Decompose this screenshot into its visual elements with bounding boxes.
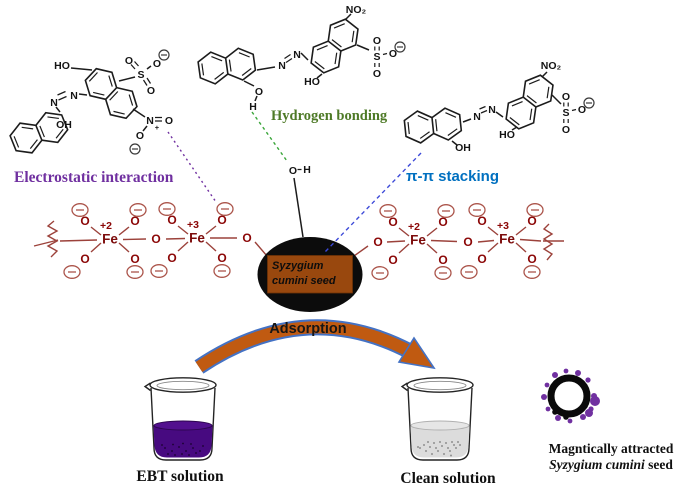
fe2-site: Fe +2: [64, 204, 146, 279]
atom-label: O: [255, 86, 263, 98]
atom-label: N: [70, 90, 78, 102]
bonds: [451, 71, 562, 146]
magnetic-particles: [541, 368, 600, 424]
atom-label: HO: [304, 76, 320, 88]
charge-label: +3: [497, 220, 509, 232]
seed-label-line2: cumini seed: [272, 275, 336, 287]
naphthalene-ring: [79, 62, 144, 125]
ebt-molecule-right: OH N N HO NO₂: [402, 60, 594, 154]
label-ebt-solution: EBT solution: [136, 468, 224, 485]
atom-label: HO: [54, 60, 70, 72]
atom-label: N: [488, 104, 496, 116]
adsorption-arrow: [194, 319, 436, 374]
surface-oh-group: O H: [289, 164, 311, 177]
atom-label: Fe: [410, 233, 426, 248]
atom-label: Fe: [102, 232, 118, 247]
seed-label-line1: Syzygium: [272, 260, 324, 272]
chain-bonds: [353, 223, 564, 261]
atom-label: O: [147, 85, 155, 97]
charge-label: +3: [187, 219, 199, 231]
atom-label: N: [146, 115, 154, 127]
atom-label: H: [303, 164, 311, 176]
atom-label: +: [155, 123, 160, 132]
atom-label: Fe: [189, 231, 205, 246]
atom-label: O: [242, 231, 251, 245]
charge-label: +2: [408, 221, 420, 233]
atom-label: N: [293, 49, 301, 61]
ebt-molecule-left: HO OH N N S O O O N O O +: [6, 49, 173, 159]
electrostatic-dashed-line: [167, 131, 217, 203]
magnetite-ring: [547, 374, 591, 418]
atom-label: OH: [455, 142, 471, 154]
ebt-molecule-center: O H N N HO NO₂: [196, 4, 405, 113]
seed-box: [267, 255, 353, 294]
naphthalene-ring: [6, 106, 72, 159]
atom-label: HO: [499, 129, 515, 141]
fe3-site: Fe +3: [151, 203, 233, 278]
caption-rest: seed: [645, 457, 674, 472]
atom-label: O: [151, 232, 160, 246]
atom-label: O: [165, 115, 173, 127]
atom-label: N: [50, 97, 58, 109]
atom-label: NO₂: [346, 4, 367, 16]
caption-italic-species: Syzygium cumini: [549, 457, 645, 472]
magnetic-seed-icon: [541, 368, 600, 424]
atom-label: O: [373, 235, 382, 249]
atom-label: O: [289, 165, 297, 177]
label-electrostatic-interaction: Electrostatic interaction: [14, 169, 174, 186]
atom-label: N: [473, 111, 481, 123]
fe-o-chain-right: O O Fe +2 Fe +3: [353, 204, 564, 280]
pi-stacking-dashed-line: [324, 152, 422, 253]
hydrogen-bond-dashed-line: [251, 111, 288, 162]
bonds: [243, 13, 370, 102]
fe2-site: Fe +2: [372, 205, 454, 280]
atom-label: O: [136, 130, 144, 142]
label-clean-solution: Clean solution: [400, 470, 496, 487]
bonds: [55, 61, 162, 132]
atom-label: O: [153, 58, 161, 70]
naphthalene-ring: [196, 45, 258, 87]
fe3-site: Fe +3: [461, 204, 543, 279]
ebt-liquid: [153, 420, 213, 458]
fe-o-chain-left: O O Fe +2 Fe +3: [33, 203, 268, 279]
beaker-ebt: [144, 377, 217, 461]
label-hydrogen-bonding: Hydrogen bonding: [271, 108, 388, 124]
atom-label: S: [137, 69, 144, 81]
label-pi-pi-stacking: π-π stacking: [406, 168, 499, 185]
syzygium-seed: Syzygium cumini seed: [257, 177, 363, 312]
label-magnetically-attracted-line2: Syzygium cumini seed: [549, 457, 673, 472]
atom-label: OH: [56, 119, 72, 131]
atom-label: N: [278, 60, 286, 72]
atom-label: H: [249, 101, 257, 113]
charge-label: +2: [100, 220, 112, 232]
atom-label: O: [125, 55, 133, 67]
clean-liquid: [410, 420, 470, 458]
beaker-clean: [401, 377, 474, 461]
atom-label: O: [463, 235, 472, 249]
atom-label: Fe: [499, 232, 515, 247]
ring-bumps: [552, 378, 588, 420]
label-magnetically-attracted-line1: Magntically attracted: [549, 441, 674, 456]
naphthalene-ring: [402, 105, 463, 146]
naphthalene-ring: [499, 69, 561, 135]
label-adsorption: Adsorption: [269, 321, 346, 337]
chain-bonds: [33, 220, 268, 258]
atom-label: NO₂: [541, 60, 562, 72]
naphthalene-ring: [304, 13, 366, 79]
